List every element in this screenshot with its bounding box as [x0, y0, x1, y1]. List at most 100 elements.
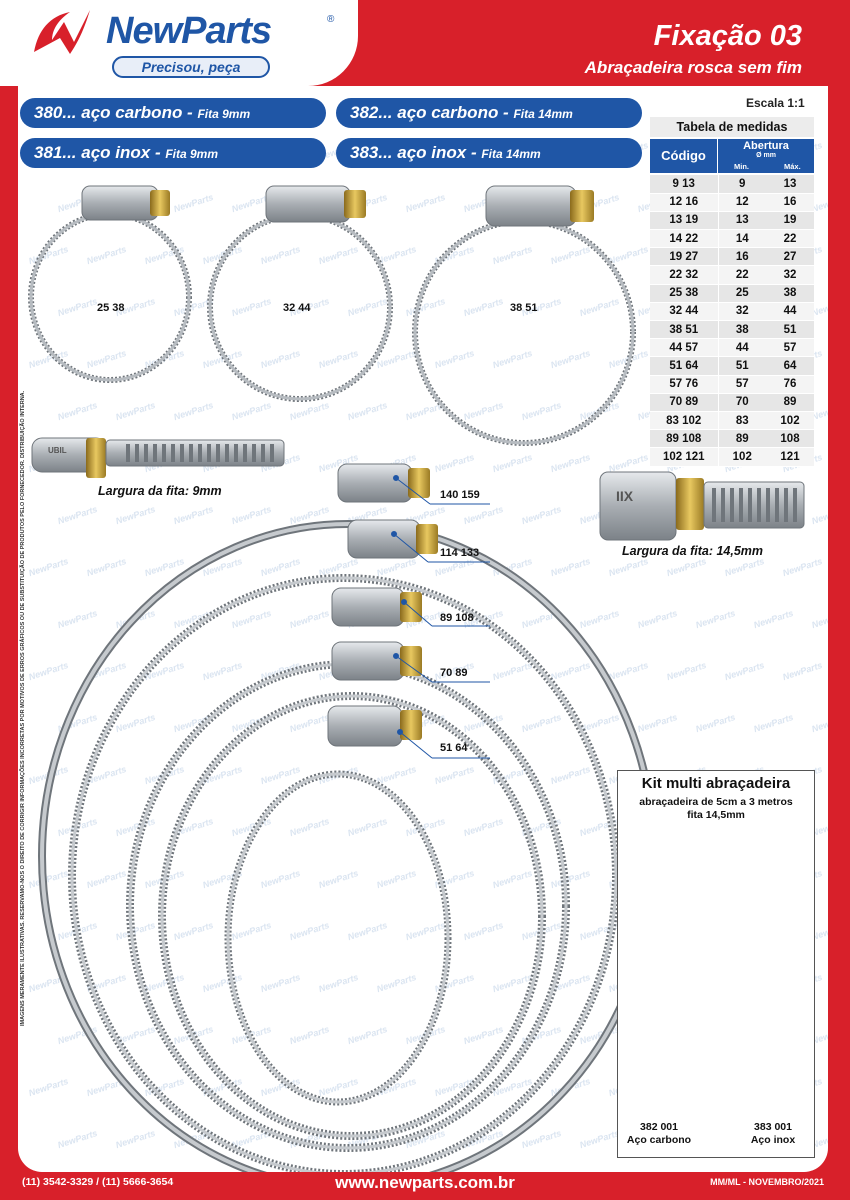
- band-slot: [225, 444, 229, 462]
- table-cell-code: 13 19: [650, 211, 718, 231]
- registered-mark: ®: [327, 14, 335, 25]
- band-9mm-stamp: UBIL: [48, 446, 67, 455]
- band-slot: [721, 488, 725, 522]
- clamp-label-140-159: 140 159: [440, 489, 480, 501]
- table-header-opening: Abertura Ø mm Min. Máx.: [718, 139, 814, 173]
- clamp-38-51: [412, 185, 636, 446]
- band-slot: [144, 444, 148, 462]
- band-slot: [162, 444, 166, 462]
- clamp-label-38-51: 38 51: [510, 302, 538, 314]
- band-slot: [243, 444, 247, 462]
- clamp-label-89-108: 89 108: [440, 612, 474, 624]
- kit-title: Kit multi abraçadeira: [641, 775, 791, 792]
- band-9mm-caption: Largura da fita: 9mm: [98, 484, 222, 498]
- table-cell-max: 121: [766, 447, 814, 467]
- clamp-51-64: [224, 770, 452, 1106]
- product-line-383: 383... aço inox - Fita 14mm: [336, 138, 642, 168]
- product-line-381: 381... aço inox - Fita 9mm: [20, 138, 326, 168]
- table-cell-max: 108: [766, 429, 814, 449]
- table-cell-min: 16: [717, 247, 766, 267]
- clamp-housings: [327, 463, 438, 747]
- table-cell-max: 13: [766, 175, 814, 194]
- table-cell-code: 14 22: [650, 229, 718, 249]
- clamp-label-32-44: 32 44: [283, 302, 311, 314]
- kit-description: abraçadeira de 5cm a 3 metros fita 14,5m…: [639, 796, 793, 821]
- table-cell-code: 44 57: [650, 338, 718, 358]
- band-slot: [261, 444, 265, 462]
- brand-swoosh-icon: [34, 10, 90, 54]
- table-cell-max: 22: [766, 229, 814, 249]
- band-slot: [153, 444, 157, 462]
- table-title: Tabela de medidas: [650, 117, 814, 137]
- band-14mm-stamp: IIX: [616, 488, 634, 504]
- band-slot: [126, 444, 130, 462]
- kit-box: Kit multi abraçadeira abraçadeira de 5cm…: [617, 770, 815, 1158]
- band-slot: [234, 444, 238, 462]
- header: NewParts ® Precisou, peça Fixação 03 Abr…: [0, 0, 850, 86]
- clamp-label-114-133: 114 133: [440, 547, 480, 559]
- table-cell-min: 102: [717, 447, 766, 467]
- table-cell-max: 19: [766, 211, 814, 231]
- table-cell-min: 89: [717, 429, 766, 449]
- band-slot: [775, 488, 779, 522]
- table-cell-min: 13: [717, 211, 766, 231]
- footer-website-link[interactable]: www.newparts.com.br: [335, 1173, 515, 1192]
- product-line-380: 380... aço carbono - Fita 9mm: [20, 98, 326, 128]
- clamp-32-44: [207, 185, 393, 402]
- table-cell-min: 22: [717, 265, 766, 285]
- table-cell-code: 89 108: [650, 429, 718, 449]
- band-slot: [766, 488, 770, 522]
- table-cell-max: 32: [766, 265, 814, 285]
- table-cell-max: 51: [766, 320, 814, 340]
- table-cell-code: 57 76: [650, 375, 718, 394]
- table-cell-max: 102: [766, 411, 814, 431]
- table-cell-max: 44: [766, 302, 814, 322]
- leader-lines: [391, 475, 490, 759]
- band-slot: [135, 444, 139, 462]
- table-cell-code: 19 27: [650, 247, 718, 267]
- table-cell-code: 12 16: [650, 193, 718, 212]
- clamp-25-38: [28, 185, 192, 383]
- clamp-70-89: [158, 692, 546, 1140]
- kit-item-carbon: 382 001 Aço carbono: [626, 1121, 692, 1146]
- band-slot: [270, 444, 274, 462]
- table-cell-max: 27: [766, 247, 814, 267]
- table-cell-max: 76: [766, 375, 814, 394]
- brand-slogan: Precisou, peça: [112, 56, 270, 78]
- table-cell-code: 9 13: [650, 175, 718, 194]
- band-14mm: [599, 471, 805, 541]
- table-cell-min: 44: [717, 338, 766, 358]
- table-cell-min: 57: [717, 375, 766, 394]
- logo: NewParts ® Precisou, peça: [0, 0, 358, 86]
- band-slot: [730, 488, 734, 522]
- table-cell-max: 16: [766, 193, 814, 212]
- band-slot: [793, 488, 797, 522]
- table-cell-code: 22 32: [650, 265, 718, 285]
- band-slot: [207, 444, 211, 462]
- clamp-label-25-38: 25 38: [97, 302, 125, 314]
- band-14mm-caption: Largura da fita: 14,5mm: [622, 544, 764, 558]
- kit-item-inox: 383 001 Aço inox: [750, 1121, 796, 1146]
- band-slot: [252, 444, 256, 462]
- table-cell-min: 51: [717, 356, 766, 376]
- table-cell-code: 70 89: [650, 393, 718, 412]
- table-cell-min: 38: [717, 320, 766, 340]
- footer-edition: MM/ML - NOVEMBRO/2021: [710, 1177, 824, 1187]
- brand-name: NewParts: [106, 10, 272, 52]
- band-slot: [198, 444, 202, 462]
- band-slot: [189, 444, 193, 462]
- band-slot: [216, 444, 220, 462]
